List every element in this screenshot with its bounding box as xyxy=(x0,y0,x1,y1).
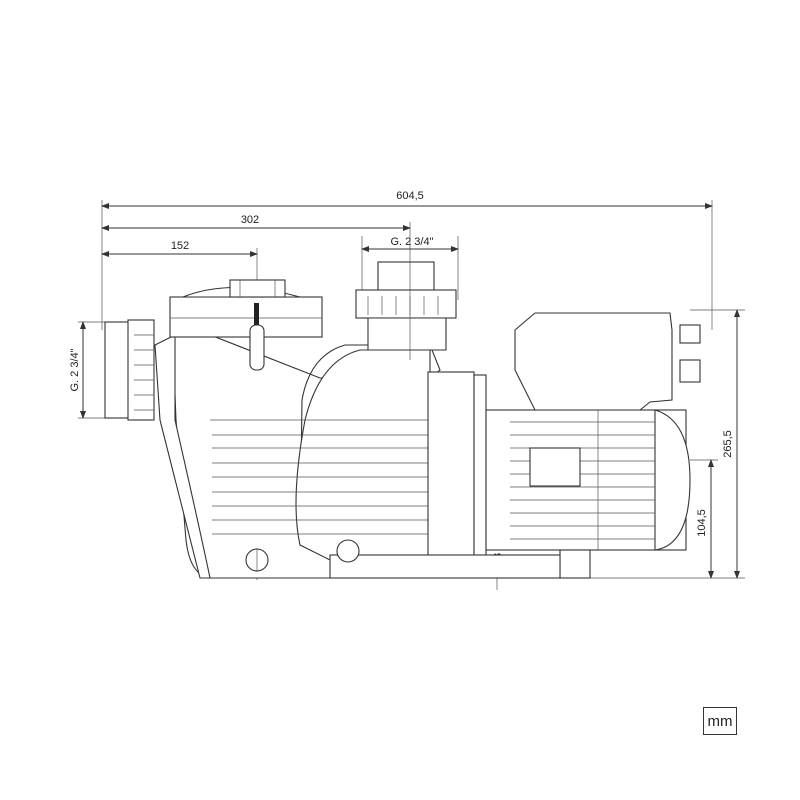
dim-outlet-thread: G. 2 3/4" xyxy=(390,236,433,248)
inlet-union xyxy=(104,319,155,421)
motor-flange xyxy=(427,371,487,563)
dim-lid-center: 152 xyxy=(171,240,189,252)
motor-cover xyxy=(210,349,431,561)
pump-body xyxy=(154,279,441,579)
dim-overall-height: 265,5 xyxy=(722,430,734,458)
dim-shaft-height: 104,5 xyxy=(696,509,708,537)
outlet-union xyxy=(355,260,457,360)
dim-outlet-center: 302 xyxy=(241,214,259,226)
dim-inlet-thread: G. 2 3/4" xyxy=(69,348,81,391)
motor-housing xyxy=(485,409,691,579)
control-box xyxy=(514,312,701,411)
unit-label: mm xyxy=(703,707,737,735)
pump-base xyxy=(245,539,561,579)
dim-overall-length: 604,5 xyxy=(396,190,424,202)
dimension-lines xyxy=(80,203,740,579)
